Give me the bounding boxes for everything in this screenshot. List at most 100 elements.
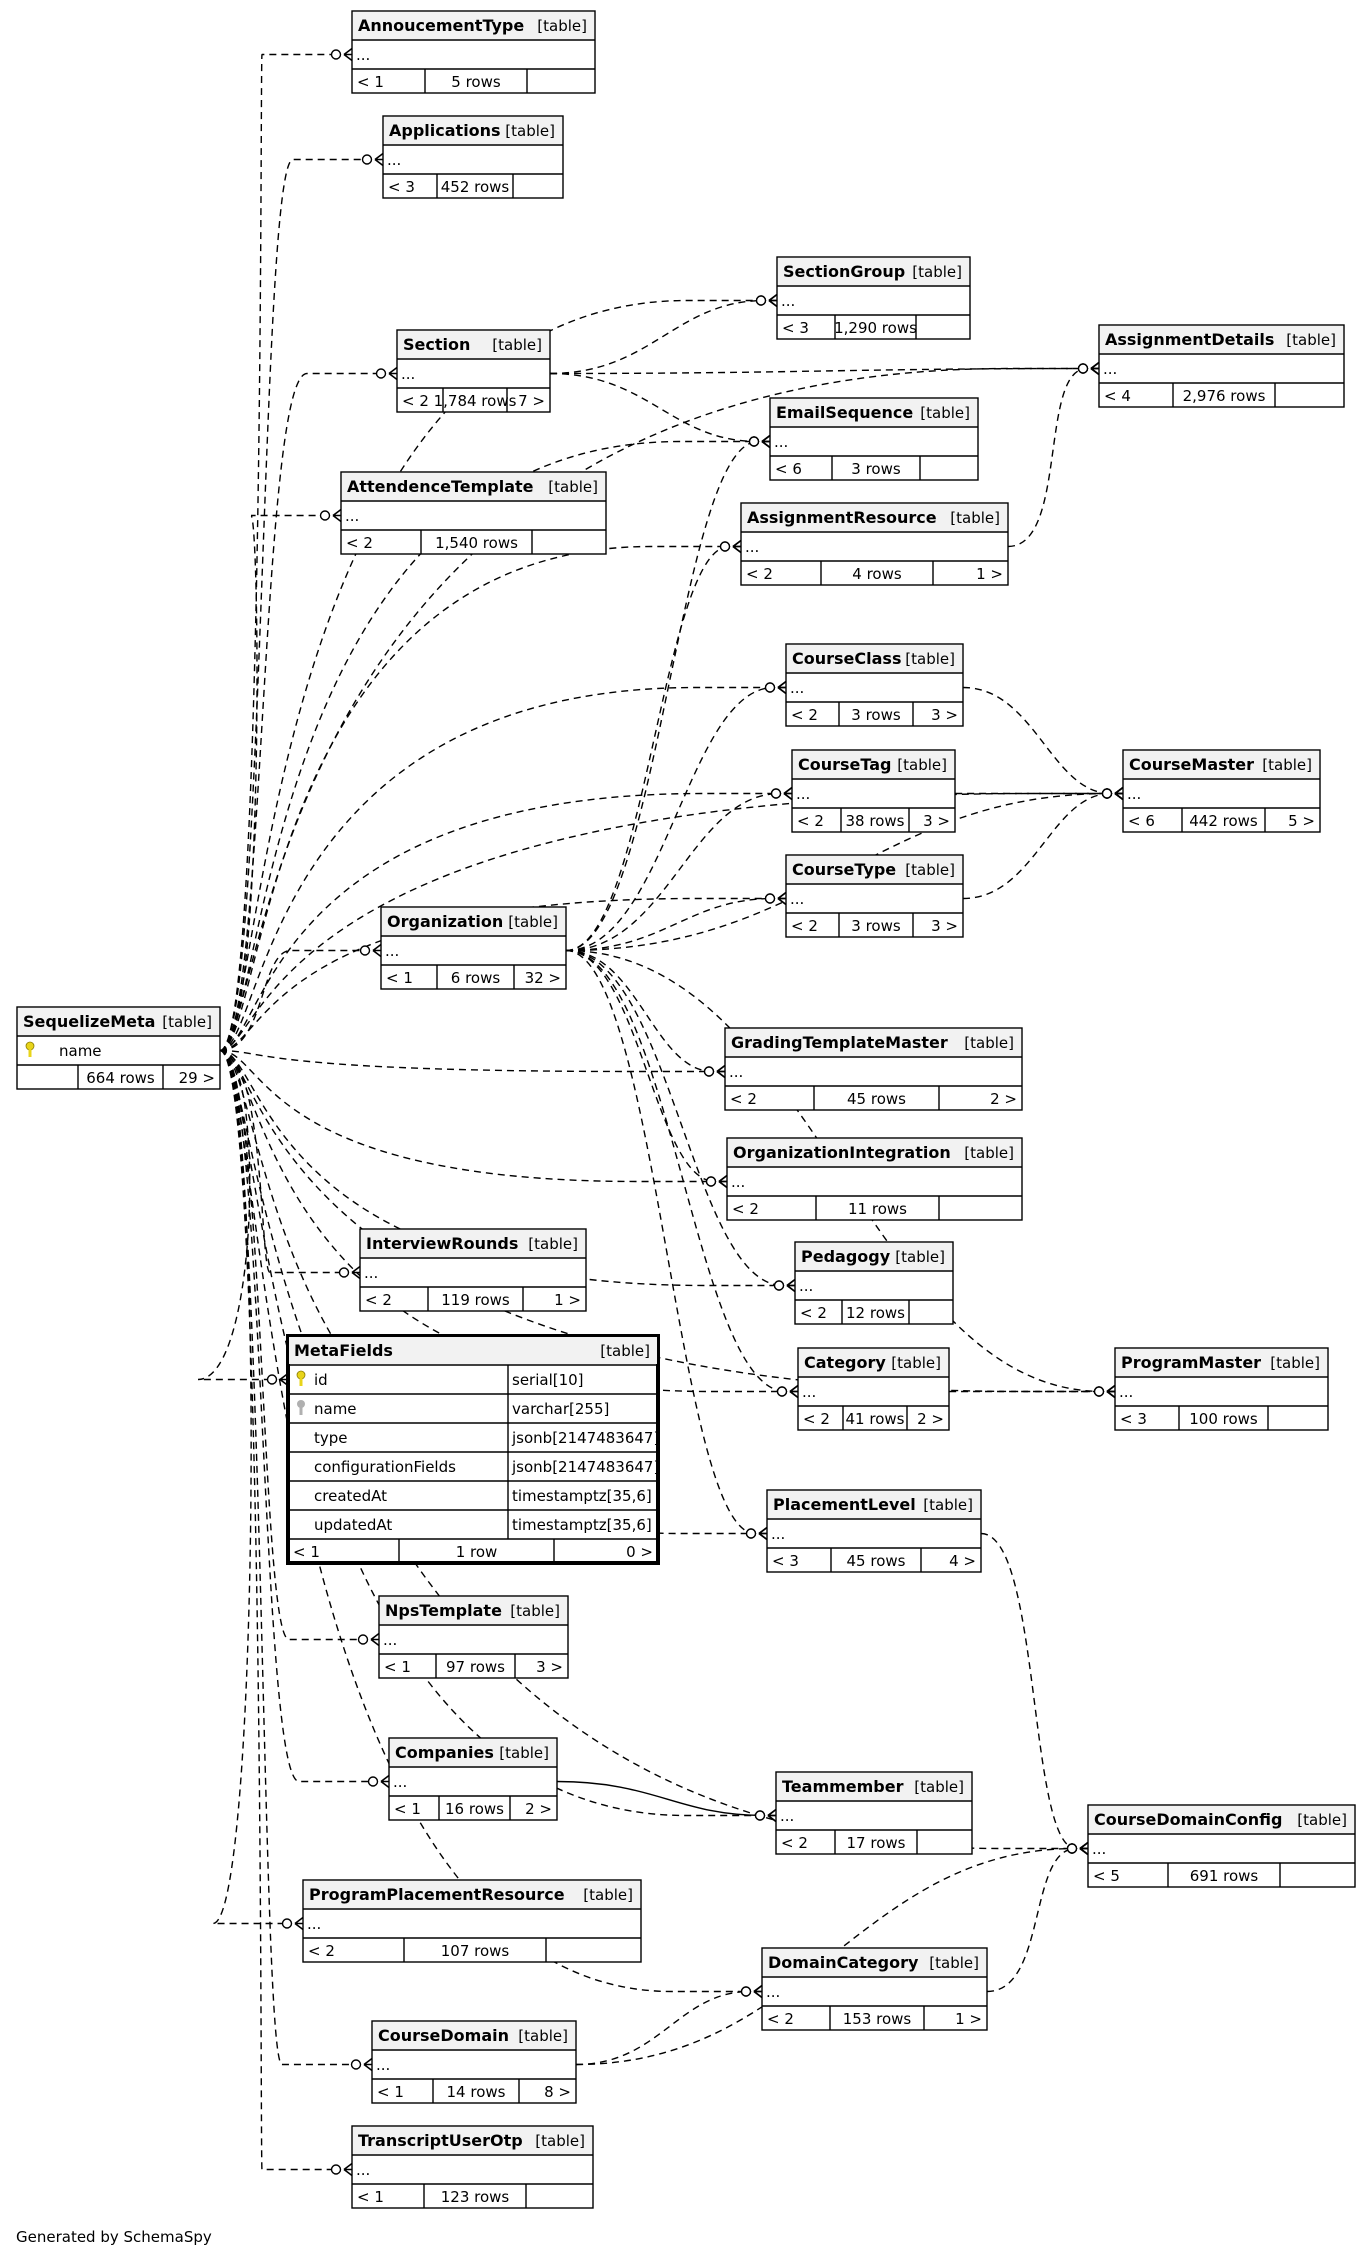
column-name: name	[314, 1400, 357, 1418]
relationship-line	[219, 545, 729, 1052]
relationship-line	[219, 372, 385, 1052]
row-count: 14 rows	[447, 2083, 506, 2101]
column-name: id	[314, 1371, 328, 1389]
row-count: 12 rows	[846, 1304, 905, 1322]
primary-key-icon	[25, 1041, 35, 1057]
parent-count: < 2	[308, 1942, 335, 1960]
parent-count: < 1	[357, 73, 384, 91]
row-count: 6 rows	[451, 969, 501, 987]
table-kind-label: [table]	[920, 404, 970, 422]
column-name: ...	[771, 1525, 785, 1543]
relationship-line	[565, 949, 784, 1287]
parent-count: < 1	[394, 1800, 421, 1818]
table-name: Section	[403, 335, 470, 354]
column-name: ...	[790, 890, 804, 908]
parent-count: < 2	[803, 1410, 830, 1428]
table-kind-label: [table]	[914, 1778, 964, 1796]
table-header-bg	[1100, 326, 1343, 353]
optional-marker	[357, 1634, 369, 1645]
column-name: ...	[383, 1631, 397, 1649]
parent-count: < 2	[797, 812, 824, 830]
relationship-line	[219, 686, 774, 1052]
relationship-lines	[197, 47, 1124, 2177]
relationship-placement-level-to-course-domain-config	[980, 1532, 1089, 1856]
table-header-bg	[768, 1491, 980, 1518]
table-name: CourseTag	[798, 755, 892, 774]
optional-marker	[266, 1374, 278, 1385]
parent-count: < 1	[293, 1543, 320, 1561]
parent-count: < 2	[402, 392, 429, 410]
parent-count: < 1	[377, 2083, 404, 2101]
crows-foot-marker	[372, 943, 382, 958]
table-name: Companies	[395, 1743, 494, 1762]
relationship-line	[219, 949, 369, 1052]
optional-marker	[1066, 1843, 1078, 1854]
relationship-line	[219, 1049, 360, 2066]
child-count: 2 >	[525, 1800, 552, 1818]
relationship-section-to-email-sequence	[549, 372, 771, 449]
column-name: ...	[766, 1983, 780, 2001]
table-name: SectionGroup	[783, 262, 905, 281]
relationship-line	[986, 1847, 1077, 1993]
column-name: updatedAt	[314, 1516, 392, 1534]
relationship-assignment-resource-to-assignment-details	[1007, 361, 1100, 548]
column-type: timestamptz[35,6]	[512, 1516, 652, 1534]
primary-key-icon	[296, 1370, 306, 1386]
table-header-bg	[289, 1337, 657, 1364]
table-header-bg	[361, 1230, 585, 1257]
row-count: 1,290 rows	[834, 319, 917, 337]
relationship-domain-category-to-course-domain-config	[986, 1841, 1089, 1993]
optional-marker	[754, 1810, 766, 1821]
row-count: 691 rows	[1190, 1867, 1259, 1885]
child-count: 2 >	[990, 1090, 1017, 1108]
relationship-line	[565, 440, 759, 952]
relationship-line	[549, 299, 766, 375]
table-kind-label: [table]	[895, 1248, 945, 1266]
column-name: ...	[356, 46, 370, 64]
table-name: CourseDomainConfig	[1094, 1810, 1282, 1829]
table-name: PlacementLevel	[773, 1495, 916, 1514]
parent-count: < 2	[746, 565, 773, 583]
crows-foot-marker	[718, 1174, 728, 1189]
table-kind-label: [table]	[537, 17, 587, 35]
column-name: ...	[1092, 1840, 1106, 1858]
column-name: ...	[1119, 1383, 1133, 1401]
column-type: jsonb[2147483647]	[511, 1429, 659, 1447]
optional-marker	[748, 436, 760, 447]
row-count: 3 rows	[851, 917, 901, 935]
row-count: 1,784 rows	[434, 392, 517, 410]
optional-marker	[719, 541, 731, 552]
relationship-line	[219, 792, 780, 1052]
